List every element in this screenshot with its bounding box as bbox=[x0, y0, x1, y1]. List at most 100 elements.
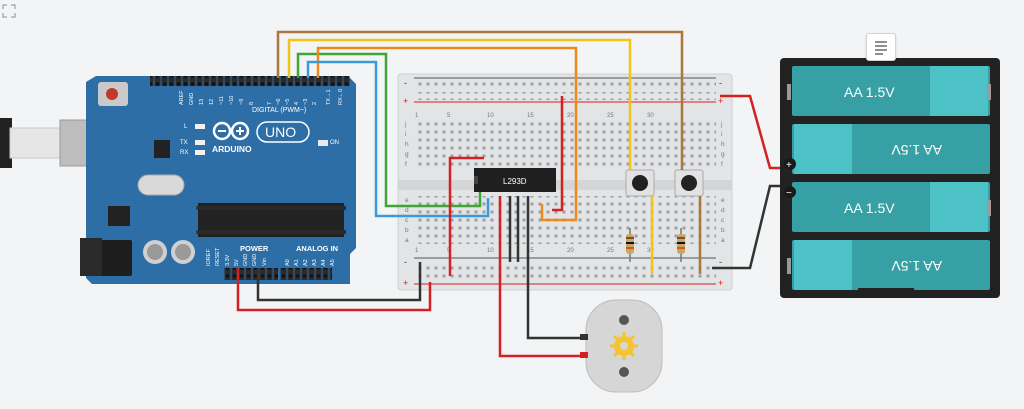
pin-label: 4 bbox=[294, 102, 300, 105]
row-letter: c bbox=[405, 217, 409, 224]
pin-label: ~6 bbox=[276, 99, 282, 105]
column-number: 1 bbox=[415, 113, 419, 119]
pin-label: GND bbox=[252, 254, 258, 266]
battery-cell-label: AA 1.5V bbox=[844, 200, 895, 216]
pin-label: 2 bbox=[312, 102, 318, 105]
l293d-chip[interactable] bbox=[474, 168, 556, 192]
pin-label: GND bbox=[189, 93, 195, 105]
arduino-brand-label: ARDUINO bbox=[212, 144, 252, 154]
pin-label: RESET bbox=[215, 247, 221, 266]
pin-label: ~9 bbox=[239, 99, 245, 105]
pin-label: ~11 bbox=[219, 96, 225, 105]
rail-plus-label: + bbox=[718, 96, 723, 106]
wire-black-motor bbox=[526, 196, 586, 340]
notes-icon bbox=[875, 41, 887, 55]
push-button-1[interactable] bbox=[625, 169, 655, 197]
column-number: 1 bbox=[415, 248, 419, 254]
column-number: 10 bbox=[487, 113, 494, 119]
column-number: 30 bbox=[647, 113, 654, 119]
rail-plus-label: + bbox=[718, 278, 723, 288]
l-led-label: L bbox=[184, 124, 188, 130]
column-number: 10 bbox=[487, 248, 494, 254]
wire-green bbox=[296, 52, 482, 208]
column-number: 15 bbox=[527, 248, 534, 254]
resistor-2[interactable] bbox=[677, 228, 685, 262]
pin-label: AREF bbox=[179, 90, 185, 105]
pin-label: 13 bbox=[199, 99, 205, 105]
row-letter: j bbox=[404, 121, 406, 128]
rail-polarity-labels: - + - + - + - + bbox=[403, 78, 723, 288]
row-letter: i bbox=[721, 131, 722, 138]
fullscreen-corner-icon[interactable] bbox=[2, 4, 16, 18]
pin-label: IOREF bbox=[206, 249, 212, 266]
pin-label: TX→1 bbox=[326, 89, 332, 105]
battery-cell-label: AA 1.5V bbox=[891, 142, 942, 158]
battery-plus-terminal: + bbox=[786, 160, 792, 171]
pin-label: A5 bbox=[330, 259, 336, 266]
arduino-logo-icon bbox=[212, 121, 250, 141]
digital-header-label: DIGITAL (PWM~) bbox=[252, 107, 306, 114]
column-number: 25 bbox=[607, 113, 614, 119]
arduino-uno-board[interactable] bbox=[80, 76, 356, 284]
wire-black-gnd bbox=[256, 262, 422, 302]
gear-motor-icon bbox=[610, 332, 638, 360]
rail-plus-label: + bbox=[403, 278, 408, 288]
row-letter: e bbox=[721, 197, 725, 204]
row-letter: i bbox=[405, 131, 406, 138]
row-letter: h bbox=[721, 141, 725, 148]
column-number: 20 bbox=[567, 113, 574, 119]
row-letter: e bbox=[405, 197, 409, 204]
column-number: 25 bbox=[607, 248, 614, 254]
row-letters: j i h g f e d c b a j i h g f e d c b a bbox=[404, 121, 725, 244]
wire-yellow bbox=[287, 38, 632, 170]
pin-label: 12 bbox=[209, 99, 215, 105]
analog-header-label: ANALOG IN bbox=[296, 244, 338, 253]
arduino-model-label: UNO bbox=[265, 124, 296, 140]
wire-brown bbox=[276, 30, 684, 170]
wires[interactable] bbox=[236, 30, 790, 358]
row-letter: a bbox=[721, 237, 725, 244]
push-button-2[interactable] bbox=[674, 169, 704, 197]
column-numbers: 1 5 10 15 20 25 30 1 5 10 15 20 25 30 bbox=[415, 113, 654, 254]
pin-label: 7 bbox=[267, 102, 273, 105]
analog-pin-labels: A0 A1 A2 A3 A4 A5 bbox=[285, 259, 336, 266]
notes-button[interactable] bbox=[866, 33, 896, 61]
column-number: 5 bbox=[447, 113, 451, 119]
breadboard[interactable] bbox=[397, 73, 733, 291]
pin-label: GND bbox=[243, 254, 249, 266]
digital-pin-labels: AREF GND 13 12 ~11 ~10 ~9 8 7 ~6 ~5 4 ~3… bbox=[179, 89, 344, 105]
wire-red-rail bbox=[552, 96, 564, 212]
pin-label: ~10 bbox=[229, 96, 235, 105]
row-letter: b bbox=[721, 227, 725, 234]
column-number: 20 bbox=[567, 248, 574, 254]
rail-minus-label: - bbox=[404, 257, 407, 267]
chip-label: L293D bbox=[503, 177, 527, 186]
pin-label: ~3 bbox=[303, 99, 309, 105]
row-letter: c bbox=[721, 217, 725, 224]
wire-orange bbox=[316, 46, 578, 222]
row-letter: g bbox=[405, 151, 409, 158]
wire-red-motor bbox=[498, 196, 586, 358]
rx-led-label: RX bbox=[180, 150, 188, 156]
row-letter: d bbox=[721, 207, 725, 214]
pin-label: 5V bbox=[234, 259, 240, 266]
rail-minus-label: - bbox=[719, 257, 722, 267]
pin-label: A2 bbox=[303, 259, 309, 266]
pin-label: A3 bbox=[312, 259, 318, 266]
wire-red-5v bbox=[236, 268, 432, 312]
row-letter: f bbox=[405, 161, 407, 168]
battery-pack[interactable] bbox=[780, 58, 1000, 298]
battery-minus-terminal: − bbox=[786, 188, 792, 199]
on-led-label: ON bbox=[330, 140, 339, 146]
row-letter: h bbox=[405, 141, 409, 148]
pin-label: 8 bbox=[249, 102, 255, 105]
pin-label: A1 bbox=[294, 259, 300, 266]
column-number: 30 bbox=[647, 248, 654, 254]
power-pin-labels: IOREF RESET 3.3V 5V GND GND Vin bbox=[206, 247, 268, 266]
resistor-1[interactable] bbox=[626, 228, 634, 262]
battery-cell-label: AA 1.5V bbox=[891, 258, 942, 274]
pin-label: RX←0 bbox=[338, 89, 344, 105]
row-letter: f bbox=[721, 161, 723, 168]
row-letter: d bbox=[405, 207, 409, 214]
